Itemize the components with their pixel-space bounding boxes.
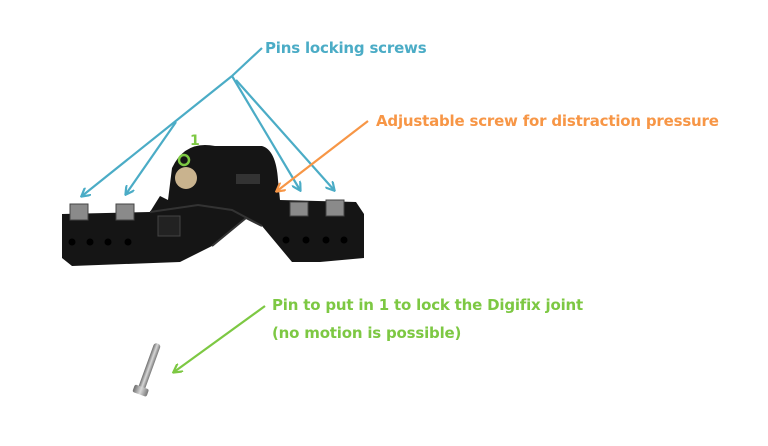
label-pin-line1: Pin to put in 1 to lock the Digifix join… xyxy=(272,296,583,314)
orange-leader-arrow xyxy=(277,120,369,191)
label-marker-1: 1 xyxy=(190,133,200,149)
green-leader-arrow xyxy=(174,305,266,372)
label-adjustable-screw: Adjustable screw for distraction pressur… xyxy=(376,112,719,130)
pin-locking-screws xyxy=(69,199,345,221)
label-pin-line2: (no motion is possible) xyxy=(272,324,462,342)
adjustable-screw xyxy=(236,174,260,184)
digifix-device xyxy=(62,144,364,266)
label-pins-locking-screws: Pins locking screws xyxy=(265,39,427,57)
locking-pin xyxy=(132,343,161,397)
blue-leader-arrows xyxy=(82,47,334,196)
locking-hole-cap xyxy=(175,167,197,189)
marker-circle-1 xyxy=(177,153,191,167)
